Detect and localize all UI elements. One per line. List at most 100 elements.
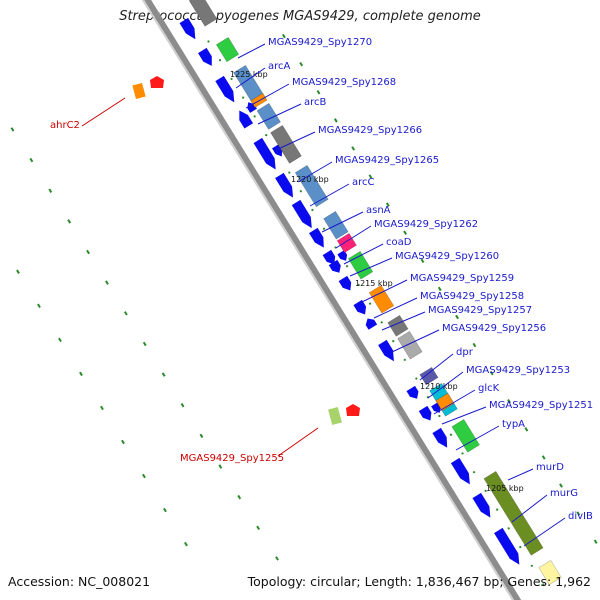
gc-dot <box>161 372 166 377</box>
gc-dot <box>403 358 406 361</box>
cds-arrow <box>494 527 520 565</box>
gc-dot <box>542 583 545 586</box>
leader-line <box>257 103 302 125</box>
cog-bar <box>435 392 455 412</box>
cds-arrow <box>291 199 312 229</box>
gc-dot <box>472 471 476 474</box>
leader-line <box>335 225 372 249</box>
gc-dot <box>256 525 261 531</box>
scale-tick-label: 1225 kbp <box>230 70 268 79</box>
gc-dot <box>79 371 83 377</box>
gc-dot <box>333 118 338 123</box>
gene-label: MGAS9429_Spy1251 <box>489 400 593 411</box>
gene-label: MGAS9429_Spy1255 <box>180 453 284 464</box>
gc-dot <box>230 77 233 81</box>
gc-dot <box>385 202 390 207</box>
gene-label: MGAS9429_Spy1256 <box>442 323 546 334</box>
gc-dot <box>455 314 459 320</box>
gc-dot <box>576 511 581 516</box>
cog-bar <box>294 164 329 208</box>
cds-arrow <box>365 318 378 330</box>
cds-arrow <box>378 339 394 362</box>
leader-line <box>511 494 548 523</box>
cog-bar <box>188 0 218 27</box>
gc-dot <box>275 556 279 561</box>
gc-dot <box>541 455 546 460</box>
gc-dot <box>559 483 563 488</box>
cds-arrow <box>353 299 367 315</box>
backbone-line <box>135 0 532 600</box>
gc-dot <box>368 174 373 179</box>
leader-line <box>235 67 266 89</box>
gene-label: dpr <box>456 347 474 358</box>
gc-dot <box>163 507 167 513</box>
gc-dot <box>380 321 383 324</box>
scale-tick-label: 1205 kbp <box>486 484 524 493</box>
feature-layer <box>132 0 562 586</box>
gc-dot <box>48 188 53 193</box>
gc-dot <box>437 286 442 292</box>
gene-label: MGAS9429_Spy1259 <box>410 273 514 284</box>
gene-label: MGAS9429_Spy1253 <box>466 365 570 376</box>
gene-label: murG <box>550 488 578 499</box>
leader-line <box>237 43 266 59</box>
cog-bar <box>419 366 439 386</box>
gene-label: ahrC2 <box>50 120 80 131</box>
cds-arrow <box>472 492 491 518</box>
gc-dot <box>67 219 72 224</box>
gene-label: coaD <box>386 237 412 248</box>
gc-dot <box>207 40 210 43</box>
gc-dot <box>218 464 223 469</box>
gc-dot <box>369 302 372 305</box>
gc-dot <box>415 377 418 380</box>
feature-group <box>179 0 562 586</box>
leader-line <box>507 468 534 481</box>
gc-dot <box>299 61 304 67</box>
gc-dot <box>218 59 222 62</box>
backbone-group <box>133 0 532 600</box>
gene-label: murD <box>536 462 564 473</box>
gene-label: MGAS9429_Spy1258 <box>420 291 524 302</box>
cds-arrow <box>198 47 212 66</box>
leader-line <box>419 353 454 381</box>
gc-dot <box>142 341 147 347</box>
gc-dot <box>438 414 441 418</box>
gc-dot <box>311 208 314 212</box>
gc-dot <box>593 539 598 544</box>
gene-label: arcA <box>268 61 291 72</box>
gc-dot <box>123 311 128 316</box>
cog-bar <box>483 470 544 556</box>
leader-line <box>275 131 316 151</box>
leader-line <box>349 257 393 277</box>
gc-dot <box>281 33 286 39</box>
leader-line <box>297 161 333 183</box>
cds-arrow <box>215 75 235 103</box>
leader-line <box>427 371 464 399</box>
gc-dot <box>58 337 62 343</box>
backbone-layer <box>133 0 532 600</box>
gc-dot <box>489 370 494 376</box>
leader-line <box>321 211 364 233</box>
reverse-cds-marker <box>346 404 360 416</box>
gc-dot <box>357 283 360 287</box>
gc-dot-tracks <box>10 33 598 586</box>
gene-label: divIB <box>568 511 593 522</box>
gc-dot <box>299 190 302 193</box>
gc-dot <box>519 545 522 549</box>
gene-label: MGAS9429_Spy1266 <box>318 125 422 136</box>
gene-label: arcC <box>352 177 375 188</box>
gc-dot <box>37 303 41 309</box>
gc-dot <box>29 157 34 163</box>
gc-dot <box>484 489 487 492</box>
gc-dot <box>392 339 395 343</box>
scale-tick-label: 1220 kbp <box>291 175 329 184</box>
gc-dot <box>100 405 104 411</box>
scale-tick-label: 1210 kbp <box>420 382 458 391</box>
cds-arrow <box>418 405 432 421</box>
gene-label: MGAS9429_Spy1265 <box>335 155 439 166</box>
gc-dot <box>86 249 90 255</box>
gc-dot <box>420 258 425 264</box>
cog-bar <box>538 559 562 586</box>
